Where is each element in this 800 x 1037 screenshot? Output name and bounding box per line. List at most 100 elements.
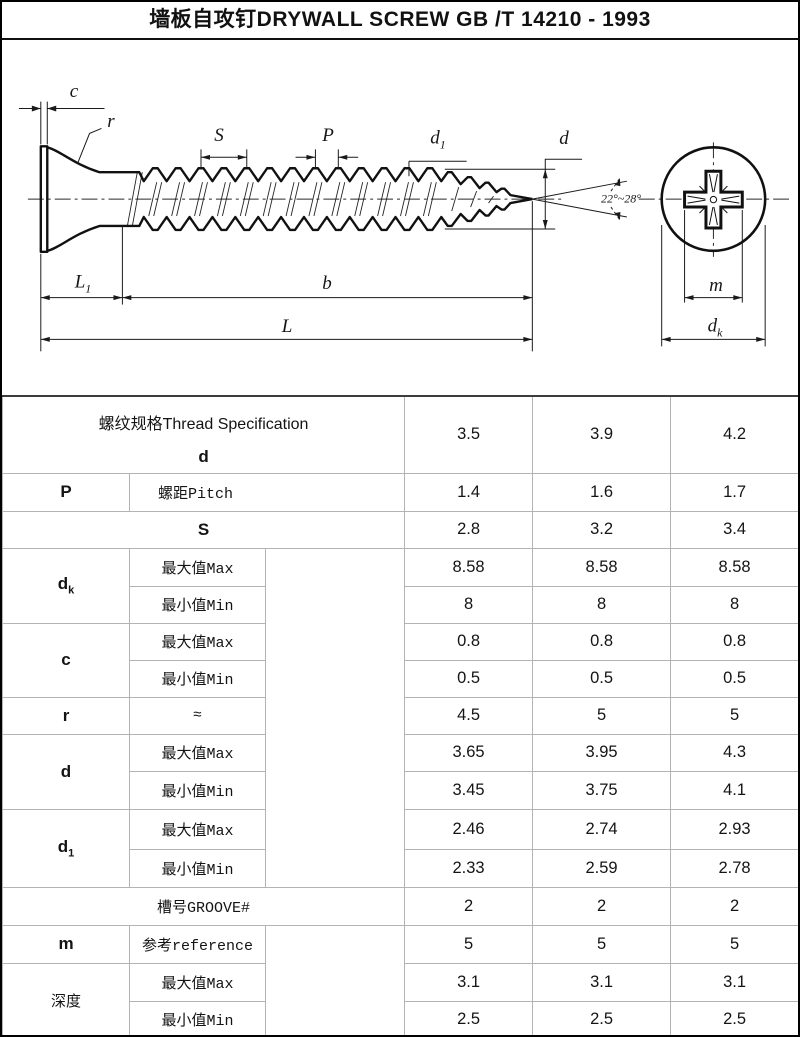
min-label: 最小值Min — [129, 770, 266, 810]
table-row-groove: 槽号GROOVE# 2 2 2 — [2, 886, 798, 926]
table-row-depth-min: 最小值Min 2.5 2.5 2.5 — [3, 1000, 798, 1035]
table-cell: 5 — [670, 924, 798, 964]
table-cell: 5 — [670, 696, 798, 735]
table-cell: 3.75 — [532, 770, 672, 810]
table-cell: 4.2 — [670, 395, 798, 474]
table-cell: 3.1 — [670, 962, 798, 1002]
table-cell: 2.59 — [532, 848, 672, 888]
table-row-c-min: 最小值Min 0.5 0.5 0.5 — [3, 659, 798, 698]
table-cell: 3.4 — [670, 510, 798, 549]
table-cell: 1.6 — [532, 472, 672, 512]
row-key-m: m — [2, 924, 130, 964]
dim-label-d1: d1 — [430, 127, 446, 152]
table-cell: 5 — [532, 924, 672, 964]
max-label: 最大值Max — [129, 733, 266, 772]
table-cell: 2.93 — [670, 808, 798, 850]
table-cell: 2.5 — [404, 1000, 534, 1035]
table-row-dk-max: dk 最大值Max 8.58 8.58 8.58 — [2, 547, 798, 888]
table-cell: 0.8 — [532, 622, 672, 661]
thread-profile — [46, 146, 533, 252]
table-cell: 0.8 — [670, 622, 798, 661]
max-label: 最大值Max — [129, 962, 266, 1002]
row-key-s: S — [2, 510, 406, 549]
row-key-d1: d1 — [2, 808, 130, 888]
table-row-d1-max: d1 最大值Max 2.46 2.74 2.93 — [2, 808, 798, 888]
table-cell: 1.4 — [404, 472, 534, 512]
screw-technical-drawing: c r S P d1 d 22°~28° L1 b L m dk — [2, 40, 798, 395]
table-cell: 3.2 — [532, 510, 672, 549]
table-cell: 2.74 — [532, 808, 672, 850]
row-label-approx: ≈ — [129, 696, 266, 735]
table-cell: 2.46 — [404, 808, 534, 850]
dim-label-d: d — [559, 128, 569, 149]
table-cell: 8.58 — [532, 547, 672, 587]
table-row-d-min: 最小值Min 3.45 3.75 4.1 — [3, 770, 798, 810]
dim-label-m: m — [709, 275, 723, 296]
row-key-r: r — [2, 696, 130, 735]
table-cell: 8 — [532, 585, 672, 624]
table-row-s: S 2.8 3.2 3.4 — [2, 510, 798, 549]
table-cell: 8 — [670, 585, 798, 624]
row-key-p: P — [2, 472, 130, 512]
table-cell: 3.1 — [404, 962, 534, 1002]
table-cell: 2.78 — [670, 848, 798, 888]
min-label: 最小值Min — [129, 585, 266, 624]
table-cell: 5 — [404, 924, 534, 964]
screw-side-view — [39, 145, 533, 254]
row-key-depth: 深度 — [2, 962, 130, 1035]
specification-table: 螺纹规格Thread Specification d 3.5 3.9 4.2 P… — [2, 395, 798, 1035]
table-cell: 0.5 — [532, 659, 672, 698]
table-cell: 8.58 — [670, 547, 798, 587]
table-row-dk-min: 最小值Min 8 8 8 — [3, 585, 798, 624]
table-cell: 3.1 — [532, 962, 672, 1002]
dim-label-p: P — [322, 125, 334, 146]
row-label-reference: 参考reference — [129, 924, 266, 964]
table-cell: 8 — [404, 585, 534, 624]
dim-label-l1: L1 — [74, 271, 92, 296]
dim-label-c: c — [69, 81, 79, 102]
table-cell: 2.8 — [404, 510, 534, 549]
table-row-depth-max: 深度 最大值Max 3.1 3.1 3.1 — [2, 962, 798, 1035]
max-label: 最大值Max — [129, 622, 266, 661]
row-key-dk: dk — [2, 547, 130, 624]
table-row-d1-min: 最小值Min 2.33 2.59 2.78 — [3, 848, 798, 888]
thread-spec-symbol: d — [198, 446, 209, 466]
angle-callout — [532, 177, 627, 221]
phillips-recess — [683, 169, 744, 230]
table-cell: 3.95 — [532, 733, 672, 772]
table-row-p: P 螺距Pitch 1.4 1.6 1.7 — [2, 472, 798, 512]
table-cell: 4.1 — [670, 770, 798, 810]
dim-label-dk: dk — [707, 315, 723, 340]
table-cell: 2.5 — [532, 1000, 672, 1035]
table-cell: 0.5 — [670, 659, 798, 698]
table-cell: 2 — [670, 886, 798, 926]
table-cell: 3.9 — [532, 395, 672, 474]
table-cell: 3.45 — [404, 770, 534, 810]
max-label: 最大值Max — [129, 808, 266, 850]
table-cell: 0.5 — [404, 659, 534, 698]
row-key-c: c — [2, 622, 130, 698]
table-cell: 3.5 — [404, 395, 534, 474]
table-cell: 2 — [532, 886, 672, 926]
dim-label-angle: 22°~28° — [600, 191, 642, 206]
table-cell: 0.8 — [404, 622, 534, 661]
dimension-arrowheads — [31, 105, 766, 342]
table-row-c-max: c 最大值Max 0.8 0.8 0.8 — [2, 622, 798, 698]
table-cell: 2 — [404, 886, 534, 926]
dim-label-b: b — [322, 273, 332, 294]
dim-label-r: r — [107, 111, 115, 132]
min-label: 最小值Min — [129, 1000, 266, 1035]
table-cell: 2.5 — [670, 1000, 798, 1035]
row-label-groove: 槽号GROOVE# — [2, 886, 406, 926]
screw-drawing-svg — [18, 101, 791, 352]
empty-spacer-cell — [264, 547, 406, 888]
table-cell: 4.5 — [404, 696, 534, 735]
row-key-d: d — [2, 733, 130, 810]
empty-spacer-cell — [264, 924, 406, 1035]
table-cell: 8.58 — [404, 547, 534, 587]
page-title: 墙板自攻钉DRYWALL SCREW GB /T 14210 - 1993 — [2, 2, 798, 40]
row-label-pitch: 螺距Pitch — [128, 472, 406, 512]
table-cell: 1.7 — [670, 472, 798, 512]
table-cell: 4.3 — [670, 733, 798, 772]
